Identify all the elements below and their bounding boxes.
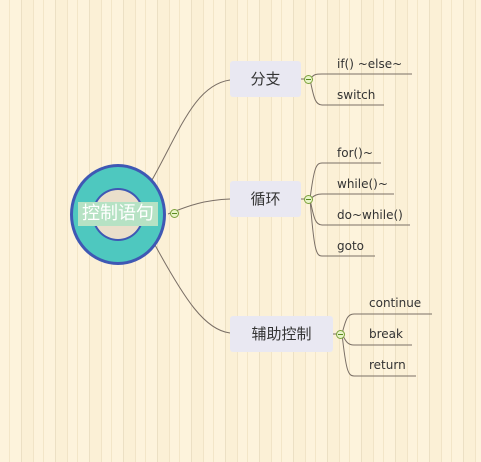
root-node-label[interactable]: 控制语句 [78,202,158,226]
leaf-return[interactable]: return [369,358,406,372]
leaf-goto[interactable]: goto [337,239,365,253]
connector-leaf-while [309,193,394,200]
leaf-break[interactable]: break [369,327,403,341]
connector-leaf-for [309,162,381,200]
branch-node-auxiliary-control[interactable]: 辅助控制 [230,316,333,352]
collapse-icon-branch-1[interactable] [304,75,313,84]
connector-leaf-goto [309,198,375,257]
branch-node-branch[interactable]: 分支 [230,61,301,97]
collapse-icon-branch-3[interactable] [336,330,345,339]
leaf-do-while[interactable]: do~while() [337,208,403,222]
connector-leaf-switch [309,78,384,106]
leaf-while[interactable]: while()~ [337,177,388,191]
leaf-continue[interactable]: continue [369,296,422,310]
connector-leaf-if [309,73,412,80]
branch-node-loop[interactable]: 循环 [230,181,301,217]
collapse-icon-root[interactable] [170,209,179,218]
leaf-for[interactable]: for()~ [337,146,373,160]
connector-root-branch-1 [151,79,231,181]
connector-root-branch-3 [154,244,231,334]
connector-leaf-dowhile [309,198,410,226]
leaf-switch[interactable]: switch [337,88,376,102]
connector-leaf-continue [341,313,432,335]
collapse-icon-branch-2[interactable] [304,195,313,204]
connector-leaf-return [341,333,416,377]
leaf-if-else[interactable]: if() ~else~ [337,57,403,71]
